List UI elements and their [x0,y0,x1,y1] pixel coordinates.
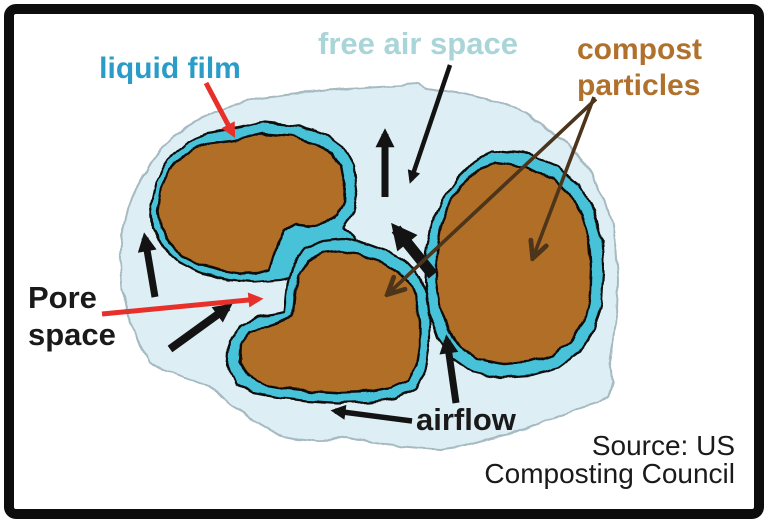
compost-particle-3 [434,161,593,366]
pore-space-pointer-arrow [101,292,264,317]
compost-particle-1 [156,132,347,276]
airflow-label: airflow [416,402,517,437]
liquid-film-pointer-arrow [203,81,236,138]
compost-particles-pointer-line-1 [534,96,596,255]
airflow-arrow-left-lower [167,303,233,353]
airflow-arrow-center-thick [391,222,438,279]
free-air-space-label: free air space [318,26,518,61]
compost-particles-label-line1: compost [577,33,702,66]
frame-border [4,4,764,519]
liquid-film-label: liquid film [99,52,241,85]
airflow-arrow-left-upper [137,232,159,298]
source-credit-line2: Composting Council [484,458,735,489]
pore-space-label-line1: Pore [28,280,97,315]
airflow-arrow-right-lower [439,334,460,404]
compost-particles-pointer-line-2 [390,97,598,292]
pore-space-label-line2: space [28,317,116,352]
airflow-arrow-bottom-left [330,404,413,424]
source-credit-line1: Source: US [592,430,735,461]
compost-particles-label-line2: particles [577,69,700,102]
free-air-space-pointer-arrow [407,64,453,184]
compost-particle-2 [238,249,422,395]
diagram-shapes [119,82,619,451]
